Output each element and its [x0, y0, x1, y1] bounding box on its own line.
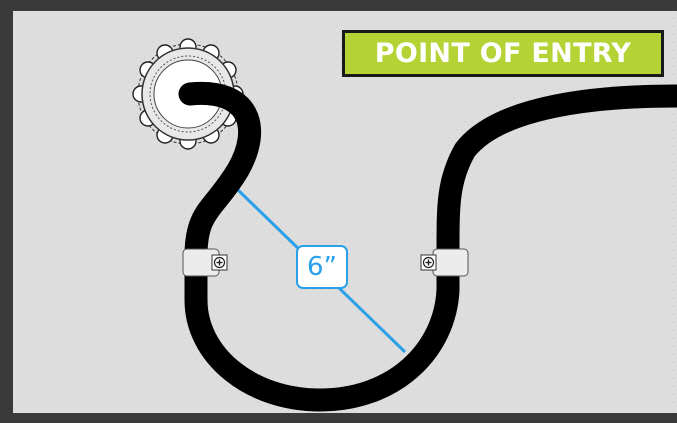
wall-panel	[13, 11, 677, 413]
cable-clip-icon	[432, 248, 469, 277]
cable	[178, 81, 677, 412]
dimension-label: 6”	[296, 245, 348, 289]
screw-icon	[420, 254, 437, 271]
screw-icon	[211, 254, 228, 271]
point-of-entry-label: POINT OF ENTRY	[342, 30, 664, 77]
